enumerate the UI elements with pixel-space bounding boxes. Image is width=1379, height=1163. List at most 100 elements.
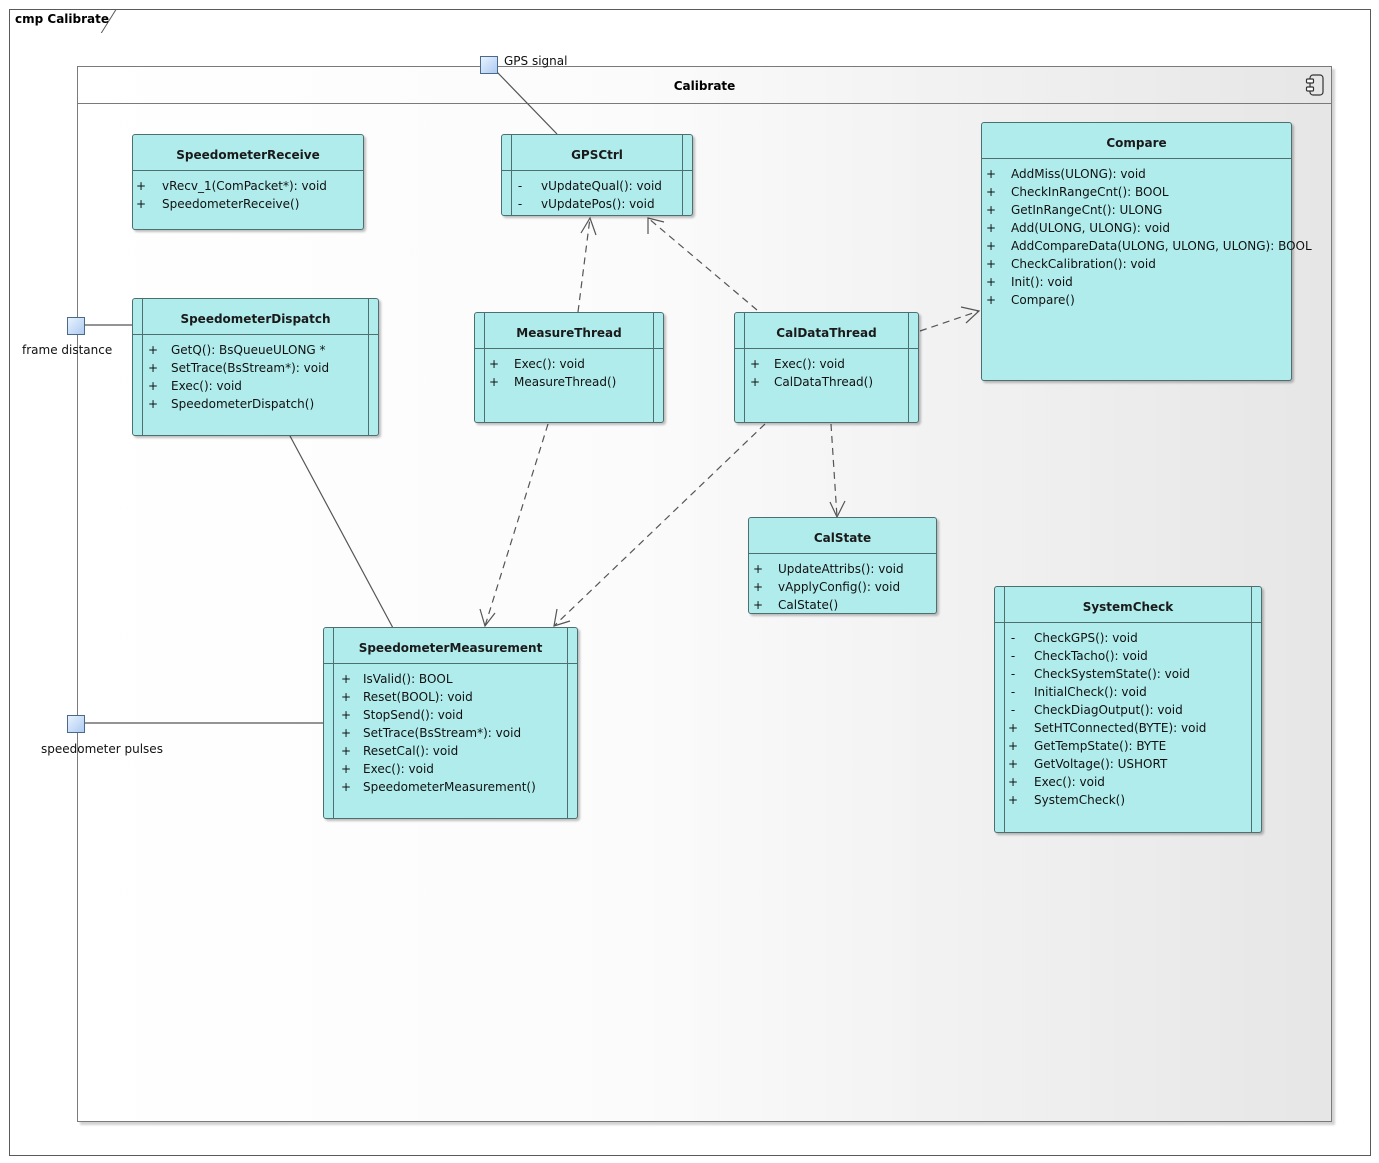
- operation[interactable]: +GetInRangeCnt(): ULONG: [982, 201, 1291, 219]
- operation[interactable]: -CheckDiagOutput(): void: [995, 701, 1261, 719]
- frame-label: cmp Calibrate: [15, 12, 109, 26]
- operations-list: +AddMiss(ULONG): void+CheckInRangeCnt():…: [982, 165, 1312, 309]
- operation[interactable]: +StopSend(): void: [324, 706, 577, 724]
- visibility-marker: -: [517, 179, 523, 193]
- operation[interactable]: +IsValid(): BOOL: [324, 670, 577, 688]
- class-gpsctrl[interactable]: GPSCtrl-vUpdateQual(): void-vUpdatePos()…: [501, 134, 693, 216]
- arrowhead-measurement-b: [553, 608, 571, 627]
- visibility-marker: +: [147, 379, 159, 393]
- class-cal-state[interactable]: CalState+UpdateAttribs(): void+vApplyCon…: [748, 517, 937, 614]
- operation[interactable]: +CalState(): [749, 596, 936, 614]
- class-name: Compare: [982, 123, 1291, 159]
- operation[interactable]: + Exec(): void: [475, 355, 663, 373]
- operation[interactable]: +Compare(): [982, 291, 1291, 309]
- operation-signature: SetTrace(BsStream*): void: [363, 726, 522, 740]
- operation[interactable]: +Reset(BOOL): void: [324, 688, 577, 706]
- operation[interactable]: -CheckTacho(): void: [995, 647, 1261, 665]
- visibility-marker: +: [752, 580, 764, 594]
- visibility-marker: +: [340, 762, 352, 776]
- operation-signature: CheckGPS(): void: [1034, 631, 1138, 645]
- visibility-marker: -: [1010, 685, 1016, 699]
- class-compare[interactable]: Compare +AddMiss(ULONG): void+CheckInRang…: [981, 122, 1312, 381]
- arrowhead-gpsctrl-a: [580, 216, 597, 236]
- operation[interactable]: +SpeedometerDispatch(): [133, 395, 378, 413]
- visibility-marker: -: [517, 197, 523, 211]
- operation[interactable]: +CalDataThread(): [735, 373, 918, 391]
- operation[interactable]: +AddCompareData(ULONG, ULONG, ULONG): BO…: [982, 237, 1312, 255]
- class-measure-thread[interactable]: MeasureThread+Exec(): void+MeasureThread…: [474, 312, 664, 423]
- operation[interactable]: -vUpdatePos(): void: [502, 195, 692, 213]
- operation[interactable]: +AddMiss(ULONG): void: [982, 165, 1291, 183]
- operation-signature: SpeedometerDispatch(): [171, 397, 315, 411]
- port-label-frame: frame distance: [22, 343, 113, 357]
- operation[interactable]: +ResetCal(): void: [324, 742, 577, 760]
- operations-list: +UpdateAttribs(): void + vApplyConfig(): v…: [749, 560, 936, 614]
- operations-list: +IsValid(): BOOL+Reset(BOOL): void+StopS…: [324, 670, 577, 796]
- class-name: SystemCheck: [995, 587, 1261, 623]
- operation-signature: CheckCalibration(): void: [1011, 257, 1156, 271]
- arrowhead-measurement-a: [479, 608, 496, 628]
- operation-signature: IsValid(): BOOL: [363, 672, 453, 686]
- operation[interactable]: +Exec(): void: [995, 773, 1261, 791]
- visibility-marker: +: [985, 239, 997, 253]
- port-speedometer-pulses[interactable]: [67, 715, 85, 733]
- dependency-measurethread-measurement: [484, 423, 549, 627]
- dependency-measurethread-gpsctrl: [577, 217, 591, 313]
- operation[interactable]: +vRecv_1(ComPacket*): void: [133, 177, 363, 195]
- operation-signature: vApplyConfig(): void: [778, 580, 901, 594]
- class-speedometer-receive[interactable]: SpeedometerReceive+vRecv_1(ComPacket*): …: [132, 134, 364, 230]
- operation-signature: GetQ(): BsQueueULONG *: [171, 343, 326, 357]
- operation[interactable]: +GetTempState(): BYTE: [995, 737, 1261, 755]
- operation[interactable]: +SetTrace(BsStream*): void: [324, 724, 577, 742]
- operation[interactable]: +CheckInRangeCnt(): BOOL: [982, 183, 1291, 201]
- visibility-marker: +: [340, 690, 352, 704]
- operation[interactable]: -CheckSystemState(): void: [995, 665, 1261, 683]
- operations-list: -CheckGPS(): void-CheckTacho(): void-Che…: [995, 629, 1261, 809]
- visibility-marker: +: [340, 780, 352, 794]
- operation[interactable]: + vApplyConfig(): void: [749, 578, 936, 596]
- visibility-marker: +: [985, 293, 997, 307]
- operation[interactable]: +Init(): void: [982, 273, 1291, 291]
- class-speedometer-measurement[interactable]: SpeedometerMeasurement+IsValid(): BOOL+R…: [323, 627, 578, 819]
- operation[interactable]: -vUpdateQual(): void: [502, 177, 692, 195]
- operation[interactable]: + SpeedometerMeasurement(): [324, 778, 577, 796]
- visibility-marker: +: [1007, 757, 1019, 771]
- port-gps-signal[interactable]: [480, 56, 498, 74]
- operation[interactable]: -CheckGPS(): void: [995, 629, 1261, 647]
- operations-list: +GetQ(): BsQueueULONG *+SetTrace(BsStrea…: [133, 341, 378, 413]
- operation-signature: SpeedometerReceive(): [162, 197, 300, 211]
- operation-signature: Exec(): void: [363, 762, 434, 776]
- operation[interactable]: +SystemCheck(): [995, 791, 1261, 809]
- visibility-marker: -: [1010, 667, 1016, 681]
- operation-signature: SpeedometerMeasurement(): [363, 780, 536, 794]
- visibility-marker: +: [147, 361, 159, 375]
- operation[interactable]: +GetQ(): BsQueueULONG *: [133, 341, 378, 359]
- operation[interactable]: +GetVoltage(): USHORT: [995, 755, 1261, 773]
- dependency-caldatathread-measurement: [553, 423, 766, 627]
- class-system-check[interactable]: SystemCheck-CheckGPS(): void-CheckTacho(…: [994, 586, 1262, 833]
- operation-signature: Exec(): void: [774, 357, 845, 371]
- operation[interactable]: + SetTrace(BsStream*): void: [133, 359, 378, 377]
- port-label-gps: GPS signal: [504, 54, 568, 68]
- operation-signature: SystemCheck(): [1034, 793, 1126, 807]
- class-name: CalDataThread: [735, 313, 918, 349]
- class-cal-data-thread[interactable]: CalDataThread +Exec(): void+CalDataThread…: [734, 312, 919, 423]
- operation-signature: SetTrace(BsStream*): void: [171, 361, 330, 375]
- operation[interactable]: +CheckCalibration(): void: [982, 255, 1291, 273]
- visibility-marker: +: [488, 357, 500, 371]
- port-frame-distance[interactable]: [67, 317, 85, 335]
- operations-list: + Exec(): void +MeasureThread(): [475, 355, 663, 391]
- class-speedometer-dispatch[interactable]: SpeedometerDispatch+GetQ(): BsQueueULONG…: [132, 298, 379, 436]
- operation[interactable]: +Exec(): void: [133, 377, 378, 395]
- operation[interactable]: +Add(ULONG, ULONG): void: [982, 219, 1291, 237]
- operation-signature: Exec(): void: [514, 357, 585, 371]
- operation[interactable]: -InitialCheck(): void: [995, 683, 1261, 701]
- visibility-marker: +: [488, 375, 500, 389]
- operation[interactable]: + Exec(): void: [324, 760, 577, 778]
- operation[interactable]: +SetHTConnected(BYTE): void: [995, 719, 1261, 737]
- operation[interactable]: +UpdateAttribs(): void: [749, 560, 936, 578]
- operation[interactable]: +MeasureThread(): [475, 373, 663, 391]
- visibility-marker: +: [985, 275, 997, 289]
- operation[interactable]: +SpeedometerReceive(): [133, 195, 363, 213]
- operation[interactable]: +Exec(): void: [735, 355, 918, 373]
